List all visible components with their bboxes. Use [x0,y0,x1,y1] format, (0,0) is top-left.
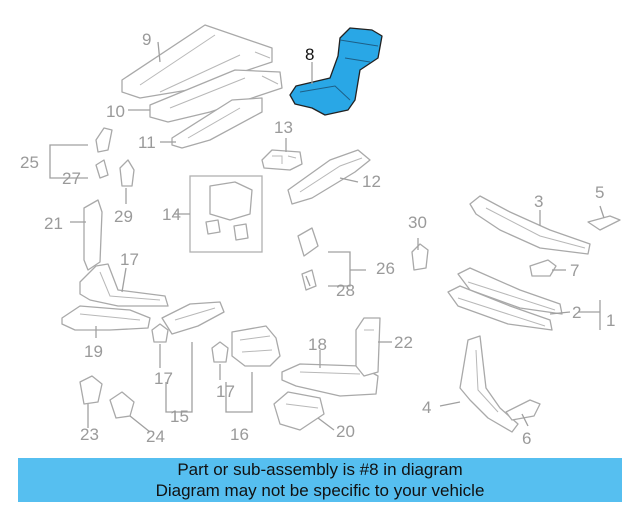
callout-21: 20 [336,422,355,441]
callout-19: 18 [308,335,327,354]
part-17-right [211,341,229,363]
callout-31: 30 [408,213,427,232]
callout-20: 19 [84,342,103,361]
part-21 [273,391,325,431]
banner-line-1: Part or sub-assembly is #8 in diagram [177,460,463,479]
bracket-26 [49,144,88,179]
part-11 [171,97,263,149]
callout-5: 5 [595,183,604,202]
part-30 [119,159,135,187]
part-18 [79,263,169,307]
callout-18: 17 [120,250,139,269]
part-20 [61,305,151,331]
callout-7: 7 [570,261,579,280]
part-14-assembly [189,175,263,253]
callout-24: 23 [80,425,99,444]
part-5 [587,215,621,231]
callout-14: 14 [162,205,181,224]
callout-29: 28 [336,281,355,300]
part-info-banner: Part or sub-assembly is #8 in diagram Di… [18,458,622,502]
leader-lines [70,41,605,433]
part-4 [459,335,519,433]
callout-6: 6 [522,429,531,448]
callout-22: 21 [44,214,63,233]
callout-2: 2 [572,303,581,322]
callout-13: 13 [274,118,293,137]
part-7 [529,259,557,277]
bracket-15 [165,342,193,413]
part-9 [121,24,273,99]
callout-30: 29 [114,207,133,226]
part-12 [287,149,371,205]
callout-4: 4 [422,398,431,417]
callout-9: 9 [142,30,151,49]
callout-16: 16 [230,425,249,444]
callout-28: 27 [62,169,81,188]
callout-10: 10 [106,102,125,121]
parts-diagram: 9 8 10 11 13 12 25 27 29 14 21 17 19 17 … [20,24,621,448]
part-15 [161,301,225,335]
part-22 [83,199,103,271]
part-23 [355,317,381,377]
callout-15: 15 [170,407,189,426]
part-3 [469,195,591,255]
part-17-left [151,323,169,343]
part-24 [79,375,103,405]
part-16 [231,325,281,367]
bracket-1 [578,300,601,330]
part-8-highlighted [289,27,383,116]
callout-12: 12 [362,172,381,191]
callout-1: 1 [606,311,615,330]
bracket-16 [225,372,253,413]
part-27 [297,227,319,291]
callout-26: 25 [20,153,39,172]
callout-23: 22 [394,333,413,352]
callout-17-left: 17 [154,369,173,388]
part-25 [109,391,135,419]
callout-27: 26 [376,259,395,278]
part-6 [505,399,541,421]
banner-line-2: Diagram may not be specific to your vehi… [155,481,485,500]
callout-8: 8 [305,45,314,64]
callout-3: 3 [534,192,543,211]
callout-11: 11 [138,133,156,152]
part-13 [261,149,303,171]
part-31 [411,243,429,271]
callout-17-right: 17 [216,382,235,401]
part-26-bracket [95,127,113,179]
part-2 [447,267,563,331]
bracket-27 [328,251,366,287]
callouts: 9 8 10 11 13 12 25 27 29 14 21 17 19 17 … [20,30,615,448]
callout-25: 24 [146,427,165,446]
